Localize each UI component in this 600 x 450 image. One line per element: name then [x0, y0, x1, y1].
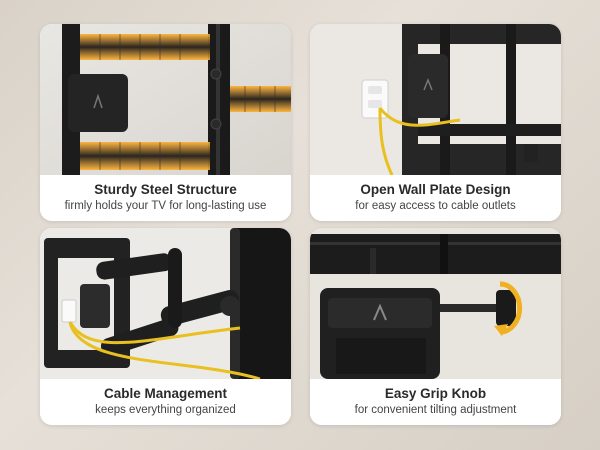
- tilt-knob-image: [310, 228, 561, 379]
- feature-title: Cable Management: [103, 386, 228, 401]
- wall-plate-image: [310, 24, 561, 175]
- feature-title: Easy Grip Knob: [384, 386, 487, 401]
- feature-card-wall-plate: Open Wall Plate Design for easy access t…: [310, 24, 561, 221]
- feature-subtitle: for easy access to cable outlets: [355, 200, 516, 212]
- feature-card-grip-knob: Easy Grip Knob for convenient tilting ad…: [310, 228, 561, 425]
- feature-subtitle: for convenient tilting adjustment: [354, 404, 517, 416]
- feature-title: Open Wall Plate Design: [360, 182, 511, 197]
- feature-caption: Cable Management keeps everything organi…: [40, 379, 291, 425]
- feature-caption: Open Wall Plate Design for easy access t…: [310, 175, 561, 221]
- feature-card-steel-structure: Sturdy Steel Structure firmly holds your…: [40, 24, 291, 221]
- articulating-arm-image: [40, 228, 291, 379]
- feature-card-cable-management: Cable Management keeps everything organi…: [40, 228, 291, 425]
- steel-frame-image: [40, 24, 291, 175]
- feature-subtitle: firmly holds your TV for long-lasting us…: [64, 200, 267, 212]
- feature-subtitle: keeps everything organized: [95, 404, 236, 416]
- feature-title: Sturdy Steel Structure: [94, 182, 237, 197]
- feature-caption: Sturdy Steel Structure firmly holds your…: [40, 175, 291, 221]
- feature-caption: Easy Grip Knob for convenient tilting ad…: [310, 379, 561, 425]
